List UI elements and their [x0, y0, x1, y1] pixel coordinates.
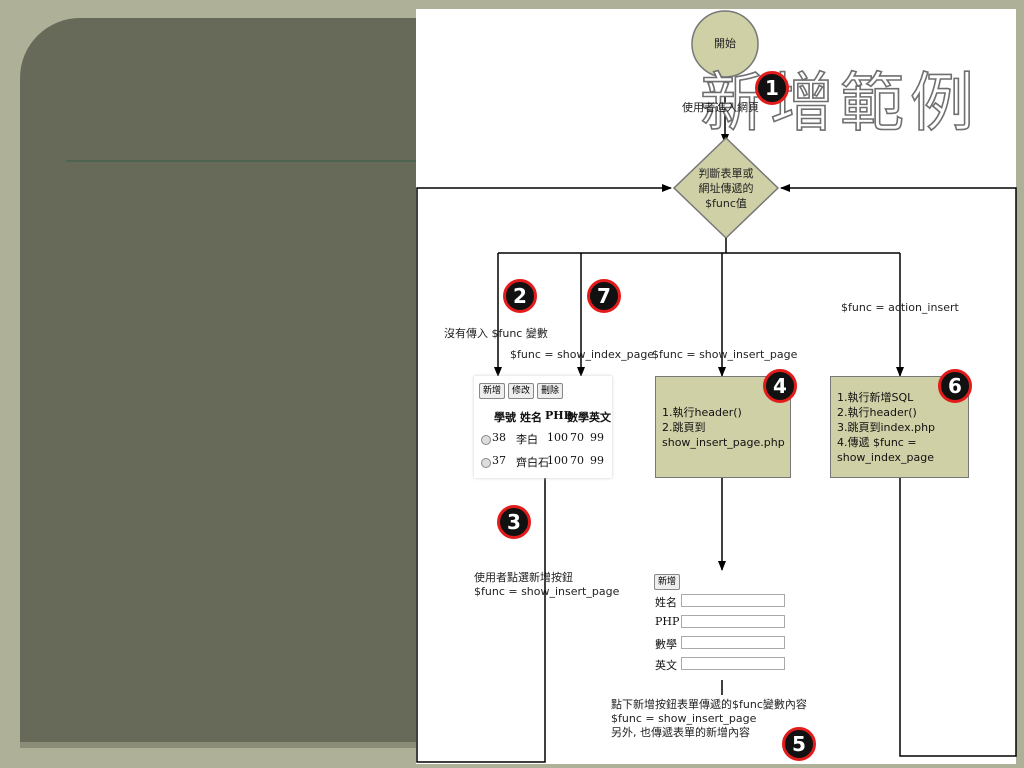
- branch-label-show-insert: $func = show_insert_page: [652, 348, 798, 361]
- list-add-button[interactable]: 新增: [479, 383, 506, 399]
- click-add-note: 使用者點選新增按鈕 $func = show_insert_page: [474, 571, 619, 599]
- form-label: 數學: [655, 638, 677, 651]
- start-note: 使用者進入網頁: [682, 101, 759, 114]
- table-cell: 100: [547, 431, 568, 444]
- row-radio[interactable]: [481, 435, 491, 445]
- step-badge-4: 4: [763, 369, 797, 403]
- list-delete-button[interactable]: 刪除: [537, 383, 564, 399]
- step-badge-5: 5: [782, 727, 816, 761]
- box-line: 3.跳頁到index.php: [837, 421, 936, 434]
- column-header: 英文: [589, 411, 611, 424]
- english-field[interactable]: [681, 657, 785, 670]
- column-header: 學號: [494, 411, 516, 424]
- step-badge-1: 1: [755, 71, 789, 105]
- step-badge-3: 3: [497, 505, 531, 539]
- table-cell: 70: [570, 431, 584, 444]
- step-badge-7: 7: [587, 279, 621, 313]
- decision-line: 網址傳遞的: [698, 182, 754, 195]
- note-line: 另外, 也傳遞表單的新增內容: [611, 726, 750, 739]
- note-line: $func = show_insert_page: [474, 585, 620, 598]
- table-cell: 38: [492, 431, 506, 444]
- box-line: 4.傳遞 $func =: [837, 436, 917, 449]
- table-cell: 37: [492, 454, 506, 467]
- table-cell: 70: [570, 454, 584, 467]
- step-badge-2: 2: [503, 279, 537, 313]
- php-field[interactable]: [681, 615, 785, 628]
- step-badge-6: 6: [938, 369, 972, 403]
- name-field[interactable]: [681, 594, 785, 607]
- list-edit-button[interactable]: 修改: [508, 383, 535, 399]
- decision-line: $func值: [705, 197, 747, 210]
- box-line: show_index_page: [837, 451, 934, 464]
- submit-note: 點下新增按鈕表單傳遞的$func變數內容 $func = show_insert…: [611, 698, 807, 740]
- form-label: 英文: [655, 659, 677, 672]
- branch-label-no-func: 沒有傳入 $func 變數: [444, 327, 548, 340]
- branch-label-show-index: $func = show_index_page: [510, 348, 655, 361]
- box-line: 1.執行header(): [662, 406, 742, 419]
- decision-line: 判斷表單或: [698, 167, 754, 180]
- column-header: PHP: [545, 409, 572, 422]
- box-line: show_insert_page.php: [662, 436, 785, 449]
- decision-label: 判斷表單或 網址傳遞的 $func值: [680, 166, 772, 211]
- table-cell: 李白: [516, 433, 538, 446]
- form-add-button[interactable]: 新增: [654, 574, 681, 590]
- math-field[interactable]: [681, 636, 785, 649]
- column-header: 姓名: [520, 411, 542, 424]
- column-header: 數學: [567, 411, 589, 424]
- title-divider: [66, 160, 416, 162]
- start-label: 開始: [714, 37, 736, 50]
- note-line: 點下新增按鈕表單傳遞的$func變數內容: [611, 698, 807, 711]
- slide-title: 新增範例: [699, 67, 980, 141]
- table-cell: 100: [547, 454, 568, 467]
- table-cell: 齊白石: [516, 456, 549, 469]
- note-line: $func = show_insert_page: [611, 712, 757, 725]
- note-line: 使用者點選新增按鈕: [474, 571, 573, 584]
- box-line: 1.執行新增SQL: [837, 391, 914, 404]
- box-line: 2.跳頁到: [662, 421, 706, 434]
- form-label: 姓名: [655, 596, 677, 609]
- box-line: 2.執行header(): [837, 406, 917, 419]
- table-cell: 99: [590, 454, 604, 467]
- form-label: PHP: [655, 615, 680, 628]
- branch-label-action-insert: $func = action_insert: [841, 301, 959, 314]
- row-radio[interactable]: [481, 458, 491, 468]
- table-cell: 99: [590, 431, 604, 444]
